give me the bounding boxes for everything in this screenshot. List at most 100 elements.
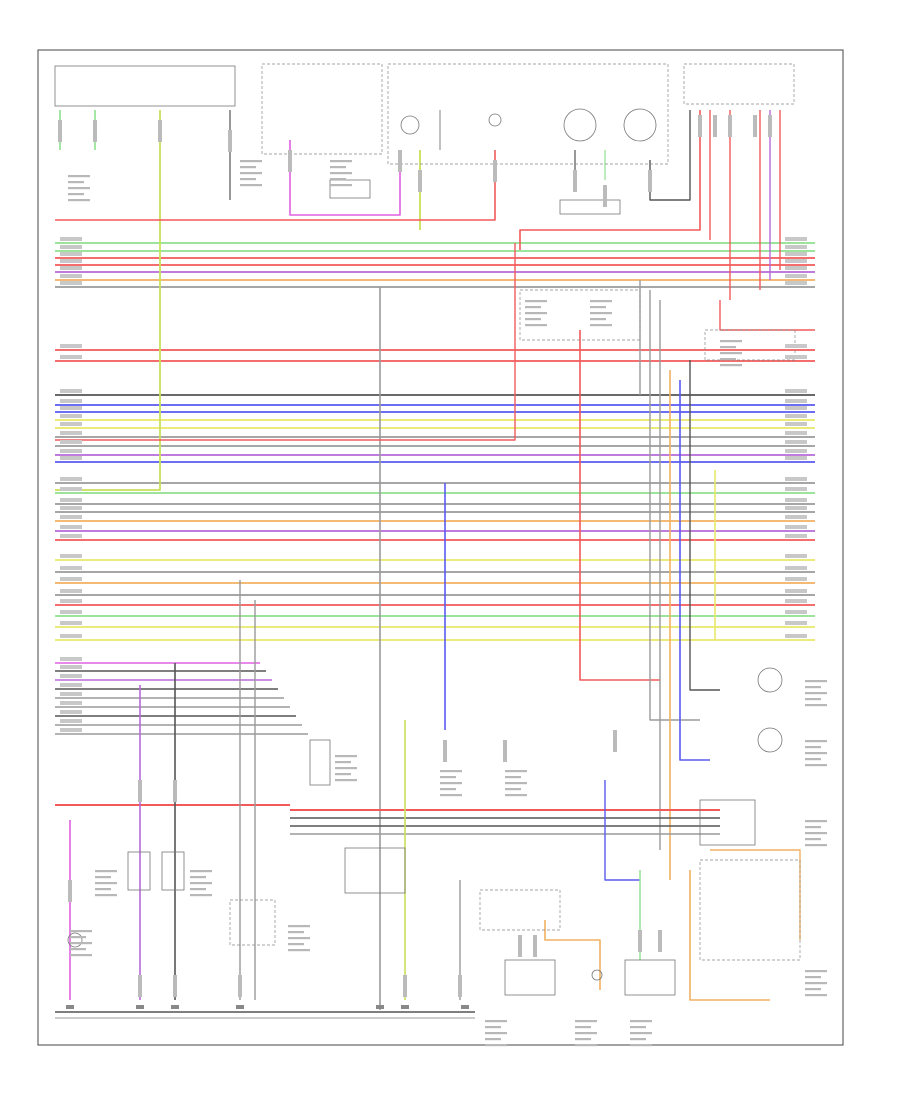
component-text-mark-18-4 <box>805 758 821 761</box>
component-text-mark-7-2 <box>440 776 456 779</box>
component-text-mark-1-5 <box>68 199 90 202</box>
ground-terminal-2 <box>136 1005 144 1009</box>
left-wire-label-9 <box>60 355 82 359</box>
left-wire-label-25 <box>60 534 82 538</box>
idle-air-control-valve-box <box>309 739 331 786</box>
left-wire-label-23 <box>60 515 82 519</box>
connector-pin-23 <box>638 930 642 952</box>
component-text-mark-7-5 <box>440 794 462 797</box>
component-text-mark-2-2 <box>240 166 256 169</box>
connector-dash-box <box>261 63 383 155</box>
connector-pin-26 <box>533 935 537 957</box>
right-wire-label-17 <box>785 449 807 453</box>
right-wire-label-27 <box>785 566 807 570</box>
component-text-mark-1-2 <box>68 181 84 184</box>
component-text-mark-10-3 <box>95 882 117 885</box>
component-text-mark-14-5 <box>575 1044 597 1047</box>
dark-right-drop-wire <box>689 360 720 691</box>
component-text-mark-19-2 <box>805 826 821 829</box>
component-text-mark-17-4 <box>805 698 821 701</box>
right-wire-label-29 <box>785 589 807 593</box>
connector-pin-13 <box>173 780 177 802</box>
right-wire-label-6 <box>785 274 807 278</box>
component-text-mark-20-4 <box>70 948 86 951</box>
left-wire-label-32 <box>60 621 82 625</box>
left-wire-label-2 <box>60 245 82 249</box>
connector-pin-20 <box>443 740 447 762</box>
cluster-fuse-box <box>559 199 621 215</box>
component-text-mark-14-2 <box>575 1026 591 1029</box>
connector-pin-1 <box>58 120 62 142</box>
component-text-mark-7-4 <box>440 788 456 791</box>
component-text-mark-18-5 <box>805 764 827 767</box>
left-wire-label-12 <box>60 406 82 410</box>
component-text-mark-16-3 <box>805 982 827 985</box>
component-text-mark-6-4 <box>720 358 736 361</box>
left-wire-label-24 <box>60 525 82 529</box>
component-text-mark-4-2 <box>525 306 541 309</box>
right-wire-label-12 <box>785 406 807 410</box>
component-text-mark-5-2 <box>590 306 606 309</box>
component-text-mark-1-1 <box>68 175 90 178</box>
left-wire-label-30 <box>60 599 82 603</box>
ground-terminal-6 <box>401 1005 409 1009</box>
component-text-mark-9-1 <box>335 755 357 758</box>
component-text-mark-15-2 <box>630 1026 646 1029</box>
connector-pin-14 <box>68 880 72 902</box>
red-loop-wire <box>55 243 516 441</box>
component-text-mark-11-5 <box>190 894 212 897</box>
component-text-mark-4-5 <box>525 324 547 327</box>
component-text-mark-6-2 <box>720 346 736 349</box>
component-text-mark-1-4 <box>68 193 84 196</box>
right-wire-label-32 <box>785 621 807 625</box>
component-text-mark-12-1 <box>288 925 310 928</box>
component-text-mark-13-5 <box>485 1044 507 1047</box>
lower-wire-label-1 <box>60 657 82 661</box>
component-text-mark-19-3 <box>805 832 827 835</box>
component-text-mark-18-3 <box>805 752 827 755</box>
component-text-mark-14-3 <box>575 1032 597 1035</box>
top-magenta-wire <box>289 140 401 216</box>
temperature-sensor-icon <box>67 932 83 948</box>
yellow-green-drop-wire <box>55 110 161 491</box>
component-text-mark-12-2 <box>288 931 304 934</box>
connector-pin-27 <box>698 115 702 137</box>
connector-pin-15 <box>138 975 142 997</box>
component-text-mark-19-4 <box>805 838 821 841</box>
left-wire-label-18 <box>60 456 82 460</box>
right-wire-label-4 <box>785 259 807 263</box>
component-text-mark-8-4 <box>505 788 521 791</box>
right-wire-label-33 <box>785 634 807 638</box>
left-wire-label-13 <box>60 414 82 418</box>
component-text-mark-15-3 <box>630 1032 652 1035</box>
left-wire-label-3 <box>60 252 82 256</box>
connector-dash-box-2 <box>479 889 561 931</box>
cluster-red-wire <box>519 110 701 250</box>
left-wire-label-33 <box>60 634 82 638</box>
camshaft-sensor-box <box>127 851 151 891</box>
mass-air-flow-sensor-box <box>624 959 676 996</box>
ground-terminal-1 <box>66 1005 74 1009</box>
connector-pin-28 <box>713 115 717 137</box>
connector-pin-7 <box>418 170 422 192</box>
component-text-mark-3-1 <box>330 160 352 163</box>
left-wire-label-31 <box>60 610 82 614</box>
sensor-dash-box <box>229 899 276 946</box>
connector-pin-4 <box>228 130 232 152</box>
left-wire-label-19 <box>60 477 82 481</box>
engine-control-module-connector <box>699 799 756 846</box>
component-text-mark-10-4 <box>95 888 111 891</box>
component-text-mark-12-4 <box>288 943 304 946</box>
component-text-mark-16-4 <box>805 988 821 991</box>
right-wire-label-24 <box>785 525 807 529</box>
lower-wire-label-5 <box>60 692 82 696</box>
right-wire-label-9 <box>785 355 807 359</box>
component-text-mark-20-1 <box>70 930 92 933</box>
connector-pin-12 <box>138 780 142 802</box>
component-text-mark-20-2 <box>70 936 86 939</box>
right-wire-label-20 <box>785 487 807 491</box>
left-wire-label-20 <box>60 487 82 491</box>
component-text-mark-18-2 <box>805 746 821 749</box>
oxygen-sensor-icon <box>757 667 783 693</box>
